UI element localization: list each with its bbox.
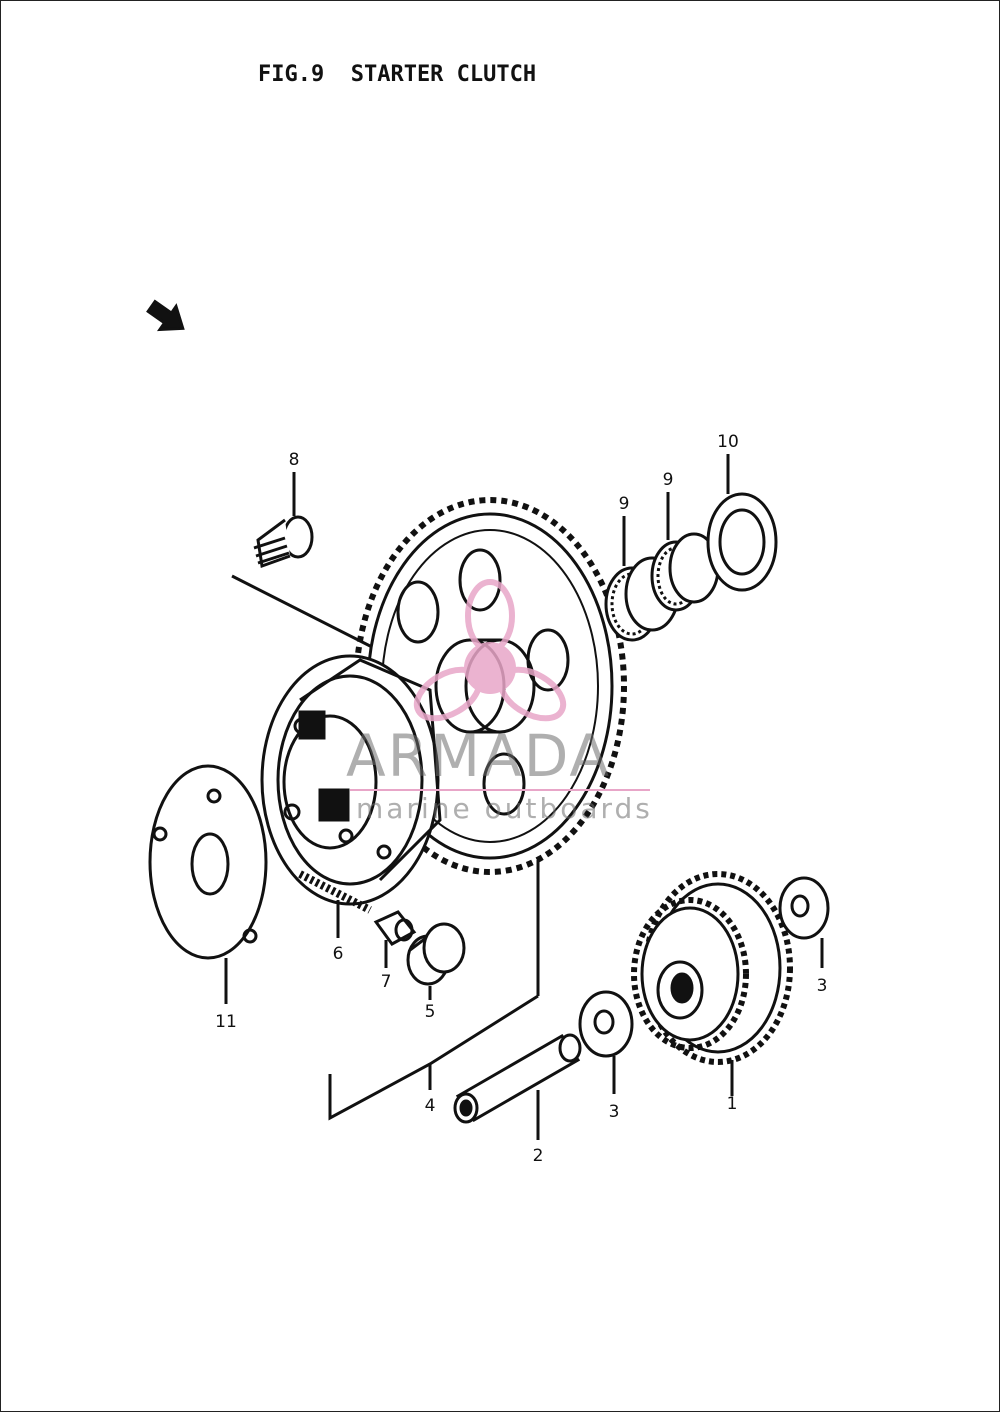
assembly-guide-line-bottom: [328, 994, 539, 1121]
callout-7: 7: [380, 972, 392, 992]
washer-part-3-left: [578, 990, 634, 1058]
spring-part-6: [298, 870, 372, 914]
callout-4: 4: [424, 1096, 436, 1116]
callout-2: 2: [532, 1146, 544, 1166]
washer-part-3-right: [778, 876, 830, 940]
callout-3-left: 3: [608, 1102, 620, 1122]
callout-9a: 9: [618, 494, 630, 514]
figure-title: FIG.9 STARTER CLUTCH: [258, 62, 537, 87]
callout-3-right: 3: [816, 976, 828, 996]
callout-6: 6: [332, 944, 344, 964]
watermark-logo-icon: [413, 579, 567, 722]
assembly-guide-line-top: [231, 574, 375, 650]
cap-part-7: [373, 910, 417, 946]
idle-gear-part-1: [631, 871, 793, 1065]
plate-part-11: [148, 764, 268, 960]
callout-1: 1: [726, 1094, 738, 1114]
callout-9b: 9: [662, 470, 674, 490]
watermark-subtitle: marine outboards: [356, 792, 653, 825]
callout-10: 10: [717, 432, 739, 452]
roller-part-5: [406, 922, 466, 986]
washer-part-10: [706, 492, 778, 592]
shaft-part-2: [453, 1033, 582, 1124]
callout-8: 8: [288, 450, 300, 470]
watermark-name: ARMADA: [346, 722, 612, 790]
callout-5: 5: [424, 1002, 436, 1022]
bolt-part-8: [253, 515, 314, 569]
direction-arrow-icon: [146, 299, 185, 332]
clutch-housing: [260, 654, 442, 906]
callout-11: 11: [215, 1012, 237, 1032]
bearing-part-9b: [650, 532, 720, 612]
